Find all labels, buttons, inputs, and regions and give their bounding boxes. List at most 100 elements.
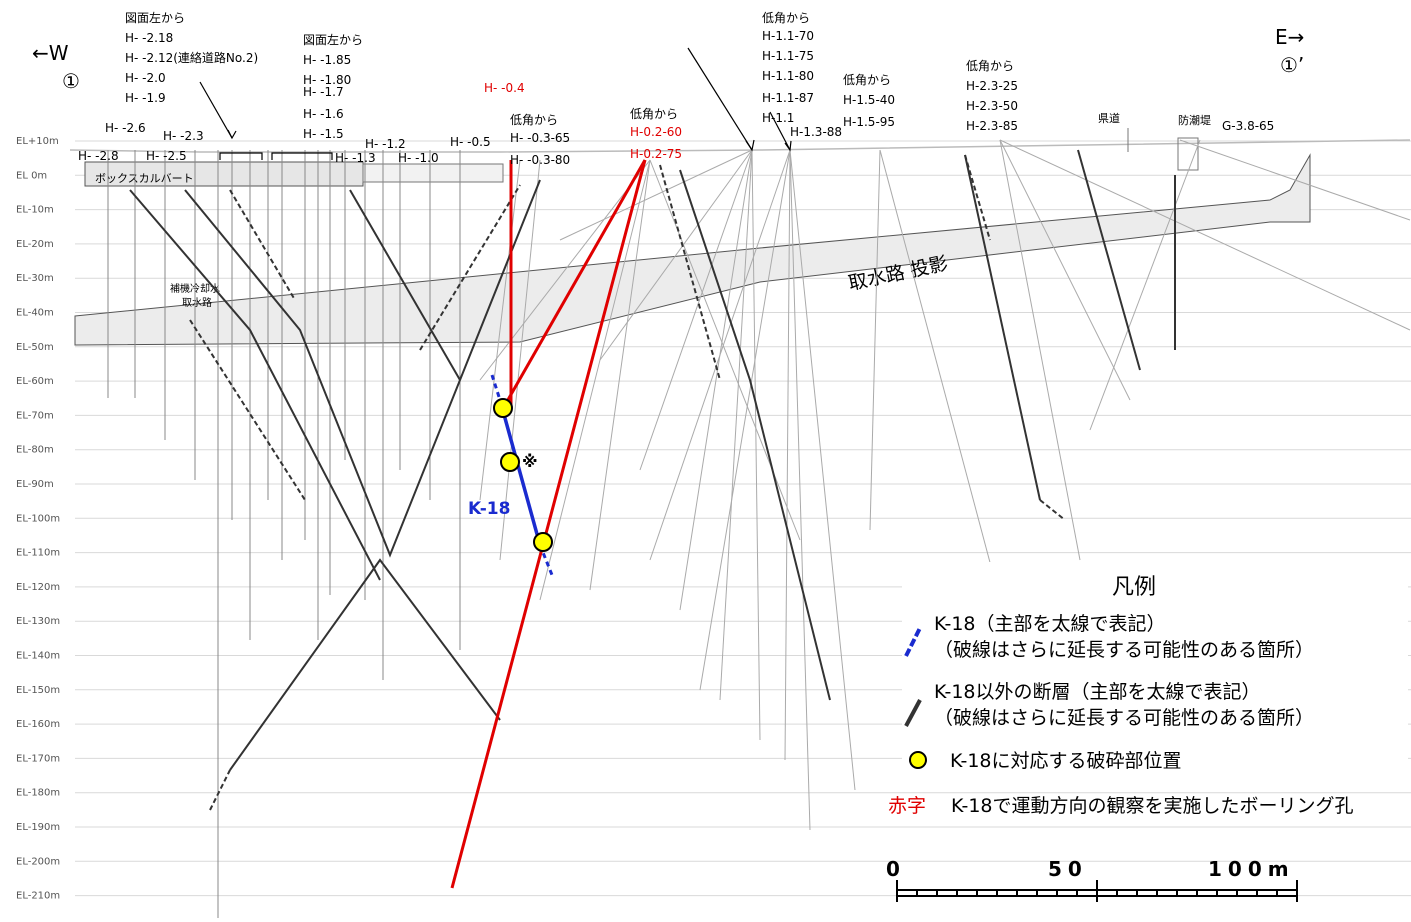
red-borehole-labels: H- -0.4 H-0.2-60 H-0.2-75	[484, 81, 682, 161]
k18-fault	[490, 374, 554, 576]
boreholes-vertical	[107, 150, 461, 918]
borehole-label: H- -0.3-65	[510, 131, 570, 145]
borehole-label: H- -1.85	[303, 53, 351, 67]
elevation-label: EL-130m	[16, 616, 60, 627]
elevation-label: EL-160m	[16, 719, 60, 730]
intake-projection-band	[74, 153, 1311, 346]
elevation-label: EL-190m	[16, 822, 60, 833]
legend-other-swatch	[904, 699, 922, 727]
red-borehole-label: H-0.2-75	[630, 147, 682, 161]
fracture-point	[500, 452, 520, 472]
borehole-label: H-2.3-85	[966, 119, 1018, 133]
east-label: E→	[1275, 25, 1304, 49]
aux-intake-label-2: 取水路	[182, 296, 212, 309]
box-culvert	[84, 161, 364, 187]
leader-lines	[199, 47, 792, 152]
elevation-label: EL-90m	[16, 479, 54, 490]
borehole-label: 図面左から	[125, 10, 185, 25]
red-boreholes	[450, 159, 647, 889]
legend-other-line2: （破線はさらに延長する可能性のある箇所）	[934, 707, 1314, 729]
west-label: ←W	[32, 41, 69, 65]
borehole-label: H- -2.0	[125, 71, 166, 85]
borehole-label: H- -2.12(連絡道路No.2)	[125, 50, 258, 65]
elevation-label: EL-180m	[16, 788, 60, 799]
culvert-extension	[362, 163, 504, 183]
elevation-label: EL-200m	[16, 856, 60, 867]
fracture-point	[493, 398, 513, 418]
borehole-label: H-1.1-75	[762, 49, 814, 63]
legend-red-text: K-18で運動方向の観察を実施したボーリング孔	[951, 795, 1354, 817]
legend-k18-swatch	[904, 627, 922, 657]
fracture-note-mark: ※	[522, 452, 538, 471]
legend-other-line1: K-18以外の断層（主部を太線で表記）	[934, 681, 1261, 703]
borehole-label: H-1.5-40	[843, 93, 895, 107]
elevation-label: EL+10m	[16, 136, 59, 147]
borehole-label: H- -1.3	[335, 151, 376, 165]
borehole-label: H- -1.80	[303, 73, 351, 87]
borehole-label: H- -0.5	[450, 135, 491, 149]
elevation-label: EL 0m	[16, 170, 47, 181]
borehole-label: G-3.8-65	[1222, 119, 1274, 133]
borehole-brackets	[219, 152, 333, 160]
legend-k18-line2: （破線はさらに延長する可能性のある箇所）	[934, 639, 1314, 661]
borehole-labels: 図面左から H- -2.18 H- -2.12(連絡道路No.2) H- -2.…	[78, 10, 1274, 167]
scale-label-0: 0	[886, 857, 906, 881]
west-marker: ①	[62, 69, 80, 93]
elevation-label: EL-150m	[16, 685, 60, 696]
borehole-label: H-1.3-88	[790, 125, 842, 139]
borehole-label: H-1.5-95	[843, 115, 895, 129]
elevation-label: EL-70m	[16, 410, 54, 421]
borehole-label: H-1.1-87	[762, 91, 814, 105]
elevation-label: EL-50m	[16, 342, 54, 353]
elevation-label: EL-120m	[16, 582, 60, 593]
red-borehole-label: H- -0.4	[484, 81, 525, 95]
borehole-label: H- -1.7	[303, 85, 344, 99]
borehole-label: H- -2.18	[125, 31, 173, 45]
borehole-label: H- -1.9	[125, 91, 166, 105]
borehole-label: 低角から	[966, 59, 1014, 73]
borehole-label: H-2.3-50	[966, 99, 1018, 113]
scale-label-100: 100m	[1208, 857, 1295, 881]
elevation-label: EL-30m	[16, 273, 54, 284]
ground-surface	[69, 139, 1411, 153]
borehole-label: H- -2.5	[146, 149, 187, 163]
legend-title: 凡例	[1112, 575, 1156, 600]
prefectural-road-label: 県道	[1098, 111, 1120, 125]
seawall	[1177, 137, 1199, 171]
borehole-label: H- -1.5	[303, 127, 344, 141]
elevation-label: EL-40m	[16, 308, 54, 319]
elevation-label: EL-140m	[16, 651, 60, 662]
elevation-label: EL-100m	[16, 513, 60, 524]
borehole-label: H- -1.0	[398, 151, 439, 165]
borehole-label: H-1.1-70	[762, 29, 814, 43]
borehole-label: H- -1.2	[365, 137, 406, 151]
borehole-label: H- -0.3-80	[510, 153, 570, 167]
east-marker: ①’	[1280, 53, 1304, 77]
legend-point-text: K-18に対応する破砕部位置	[950, 750, 1182, 772]
elevation-label: EL-20m	[16, 239, 54, 250]
borehole-label: H- -2.8	[78, 149, 119, 163]
elevation-label: EL-210m	[16, 891, 60, 902]
boreholes-inclined	[479, 139, 1411, 831]
borehole-label: 低角から	[843, 73, 891, 87]
legend-point-swatch	[909, 751, 927, 769]
elevation-label: EL-170m	[16, 753, 60, 764]
scale-ticks	[896, 880, 1298, 902]
elevation-label: EL-110m	[16, 548, 60, 559]
scale-label-50: 50	[1048, 857, 1088, 881]
borehole-label: H- -1.6	[303, 107, 344, 121]
legend-red-prefix: 赤字	[888, 795, 926, 817]
borehole-label: 低角から	[510, 113, 558, 127]
box-culvert-label: ボックスカルバート	[95, 172, 194, 185]
k18-label: K-18	[468, 499, 510, 519]
legend-k18-line1: K-18（主部を太線で表記）	[934, 613, 1166, 635]
elevation-label: EL-60m	[16, 376, 54, 387]
borehole-label: 図面左から	[303, 32, 363, 47]
borehole-label: H- -2.6	[105, 121, 146, 135]
elevation-label: EL-80m	[16, 445, 54, 456]
borehole-label: H-2.3-25	[966, 79, 1018, 93]
red-borehole-label: H-0.2-60	[630, 125, 682, 139]
seawall-label: 防潮堤	[1178, 113, 1211, 127]
borehole-label: H-1.1-80	[762, 69, 814, 83]
